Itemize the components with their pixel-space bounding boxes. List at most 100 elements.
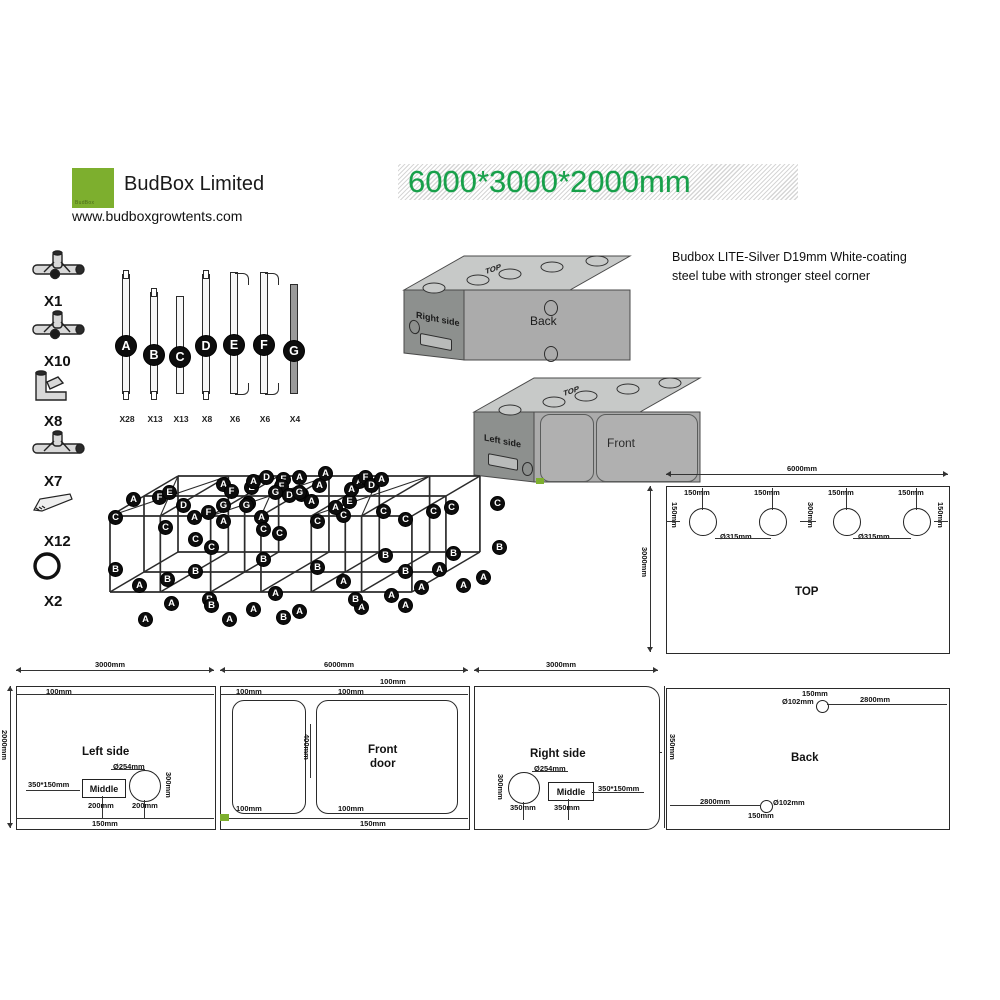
frame-node-A: A [126,492,141,507]
frame-node-A: A [138,612,153,627]
top-inner-label: 300mm [806,502,815,528]
tube-pin-top [123,270,129,279]
right-width-label: 3000mm [546,660,577,669]
front-base-label: 150mm [360,819,386,828]
top-height-arrow-down [647,647,653,652]
panel-right-side [474,686,660,830]
frame-node-G: G [239,498,254,513]
left-middle-leader [26,790,80,791]
top-hole-offset-3: 150mm [828,488,854,497]
front-margin-2: 100mm [338,687,364,696]
left-width-arrow-left [16,667,21,673]
tube-body [260,272,268,394]
left-height-arrow-down [7,823,13,828]
top-height-dimline [650,486,651,652]
right-middle-bottom-label: 350mm [554,803,580,812]
top-left-edge-label: 150mm [670,502,679,528]
parts-legend: X1 X10 X8 X7 [30,250,104,640]
left-base-label: 150mm [92,819,118,828]
left-middle-size: 350*150mm [28,780,70,789]
frame-node-C: C [490,496,505,511]
top-width-arrow-right [943,471,948,477]
frame-node-C: C [310,514,325,529]
top-vent-hole [542,396,566,408]
title-banner: 6000*3000*2000mm [398,164,798,200]
top-left-edge-line [666,521,680,522]
frame-node-A: A [328,500,343,515]
top-width-label: 6000mm [787,464,818,473]
frame-node-A: A [384,588,399,603]
frame-assembly-isometric: CBAAAAFECBDAFCBGADAFEGCBABACBCADEAFDFGGA… [96,452,526,652]
frame-node-C: C [272,526,287,541]
connector-tee: X7 [30,430,104,490]
front-top-margin-line [220,694,468,695]
top-hole-dia-1: Ø315mm [720,532,752,541]
spec-note-line1: Budbox LITE-Silver D19mm White-coating [672,250,907,264]
tube-letter: F [253,334,275,356]
left-width-dimline [16,670,214,671]
logo-wordmark: BudBox [75,200,95,206]
tube-body [290,284,298,394]
tube-letter: A [115,335,137,357]
frame-node-A: A [318,466,333,481]
part-quantity: X10 [44,353,71,370]
frame-node-B: B [310,560,325,575]
tube-letter: D [195,335,217,357]
part-quantity: X12 [44,533,71,550]
company-website: www.budboxgrowtents.com [72,208,243,224]
frame-node-C: C [398,512,413,527]
left-base-line [16,818,214,819]
panel-left-title: Left side [82,746,130,758]
back-hole-bottom [760,800,773,813]
left-hole-dia: Ø254mm [113,762,145,771]
top-vent-hole [498,268,522,280]
top-width-arrow-left [666,471,671,477]
frame-node-A: A [312,478,327,493]
right-vent-hole [508,772,540,804]
connector-4way-a: X1 [30,250,104,310]
ring: X2 [30,550,104,610]
front-gap-dimline [310,724,311,778]
left-middle-bottom-label: 200mm [88,801,114,810]
right-middle-box: Middle [548,782,594,801]
frame-node-C: C [376,504,391,519]
frame-node-C: C [256,522,271,537]
tee-connector-icon [30,430,104,474]
top-dia-leader-1 [715,538,771,539]
right-hole-bottom-label: 350mm [510,803,536,812]
frame-node-G: G [292,485,307,500]
front-door-opening-left [232,700,306,814]
top-hole-3 [833,508,861,536]
frame-node-A: A [432,562,447,577]
frame-node-D: D [259,470,274,485]
left-hole-v-label: 300mm [164,772,173,798]
top-vent-hole [498,404,522,416]
frame-node-C: C [108,510,123,525]
part-quantity: X2 [44,593,63,610]
top-height-label: 3000mm [640,547,649,578]
tube-hook-top [235,273,249,285]
right-hole-v-label: 300mm [496,774,505,800]
front-margin-4: 100mm [236,804,262,813]
frame-node-B: B [378,548,393,563]
back-vent-hole-upper [544,300,558,316]
tube-quantity: X8 [201,414,213,424]
frame-node-A: A [304,494,319,509]
top-hole-offset-1: 150mm [684,488,710,497]
frame-node-A: A [336,574,351,589]
panel-right-title: Right side [530,748,586,760]
front-width-label: 6000mm [324,660,355,669]
tube-hook-bottom [235,383,249,395]
frame-node-E: E [162,485,177,500]
left-width-label: 3000mm [95,660,126,669]
tent-3d-shape [402,255,632,361]
left-hole-dia-leader [111,769,145,770]
tent-3d-shape [472,377,702,483]
back-vent-hole-lower [544,346,558,362]
top-dia-leader-2 [853,538,911,539]
tube-pin-bottom [203,391,209,400]
spec-note: Budbox LITE-Silver D19mm White-coating s… [672,248,992,286]
